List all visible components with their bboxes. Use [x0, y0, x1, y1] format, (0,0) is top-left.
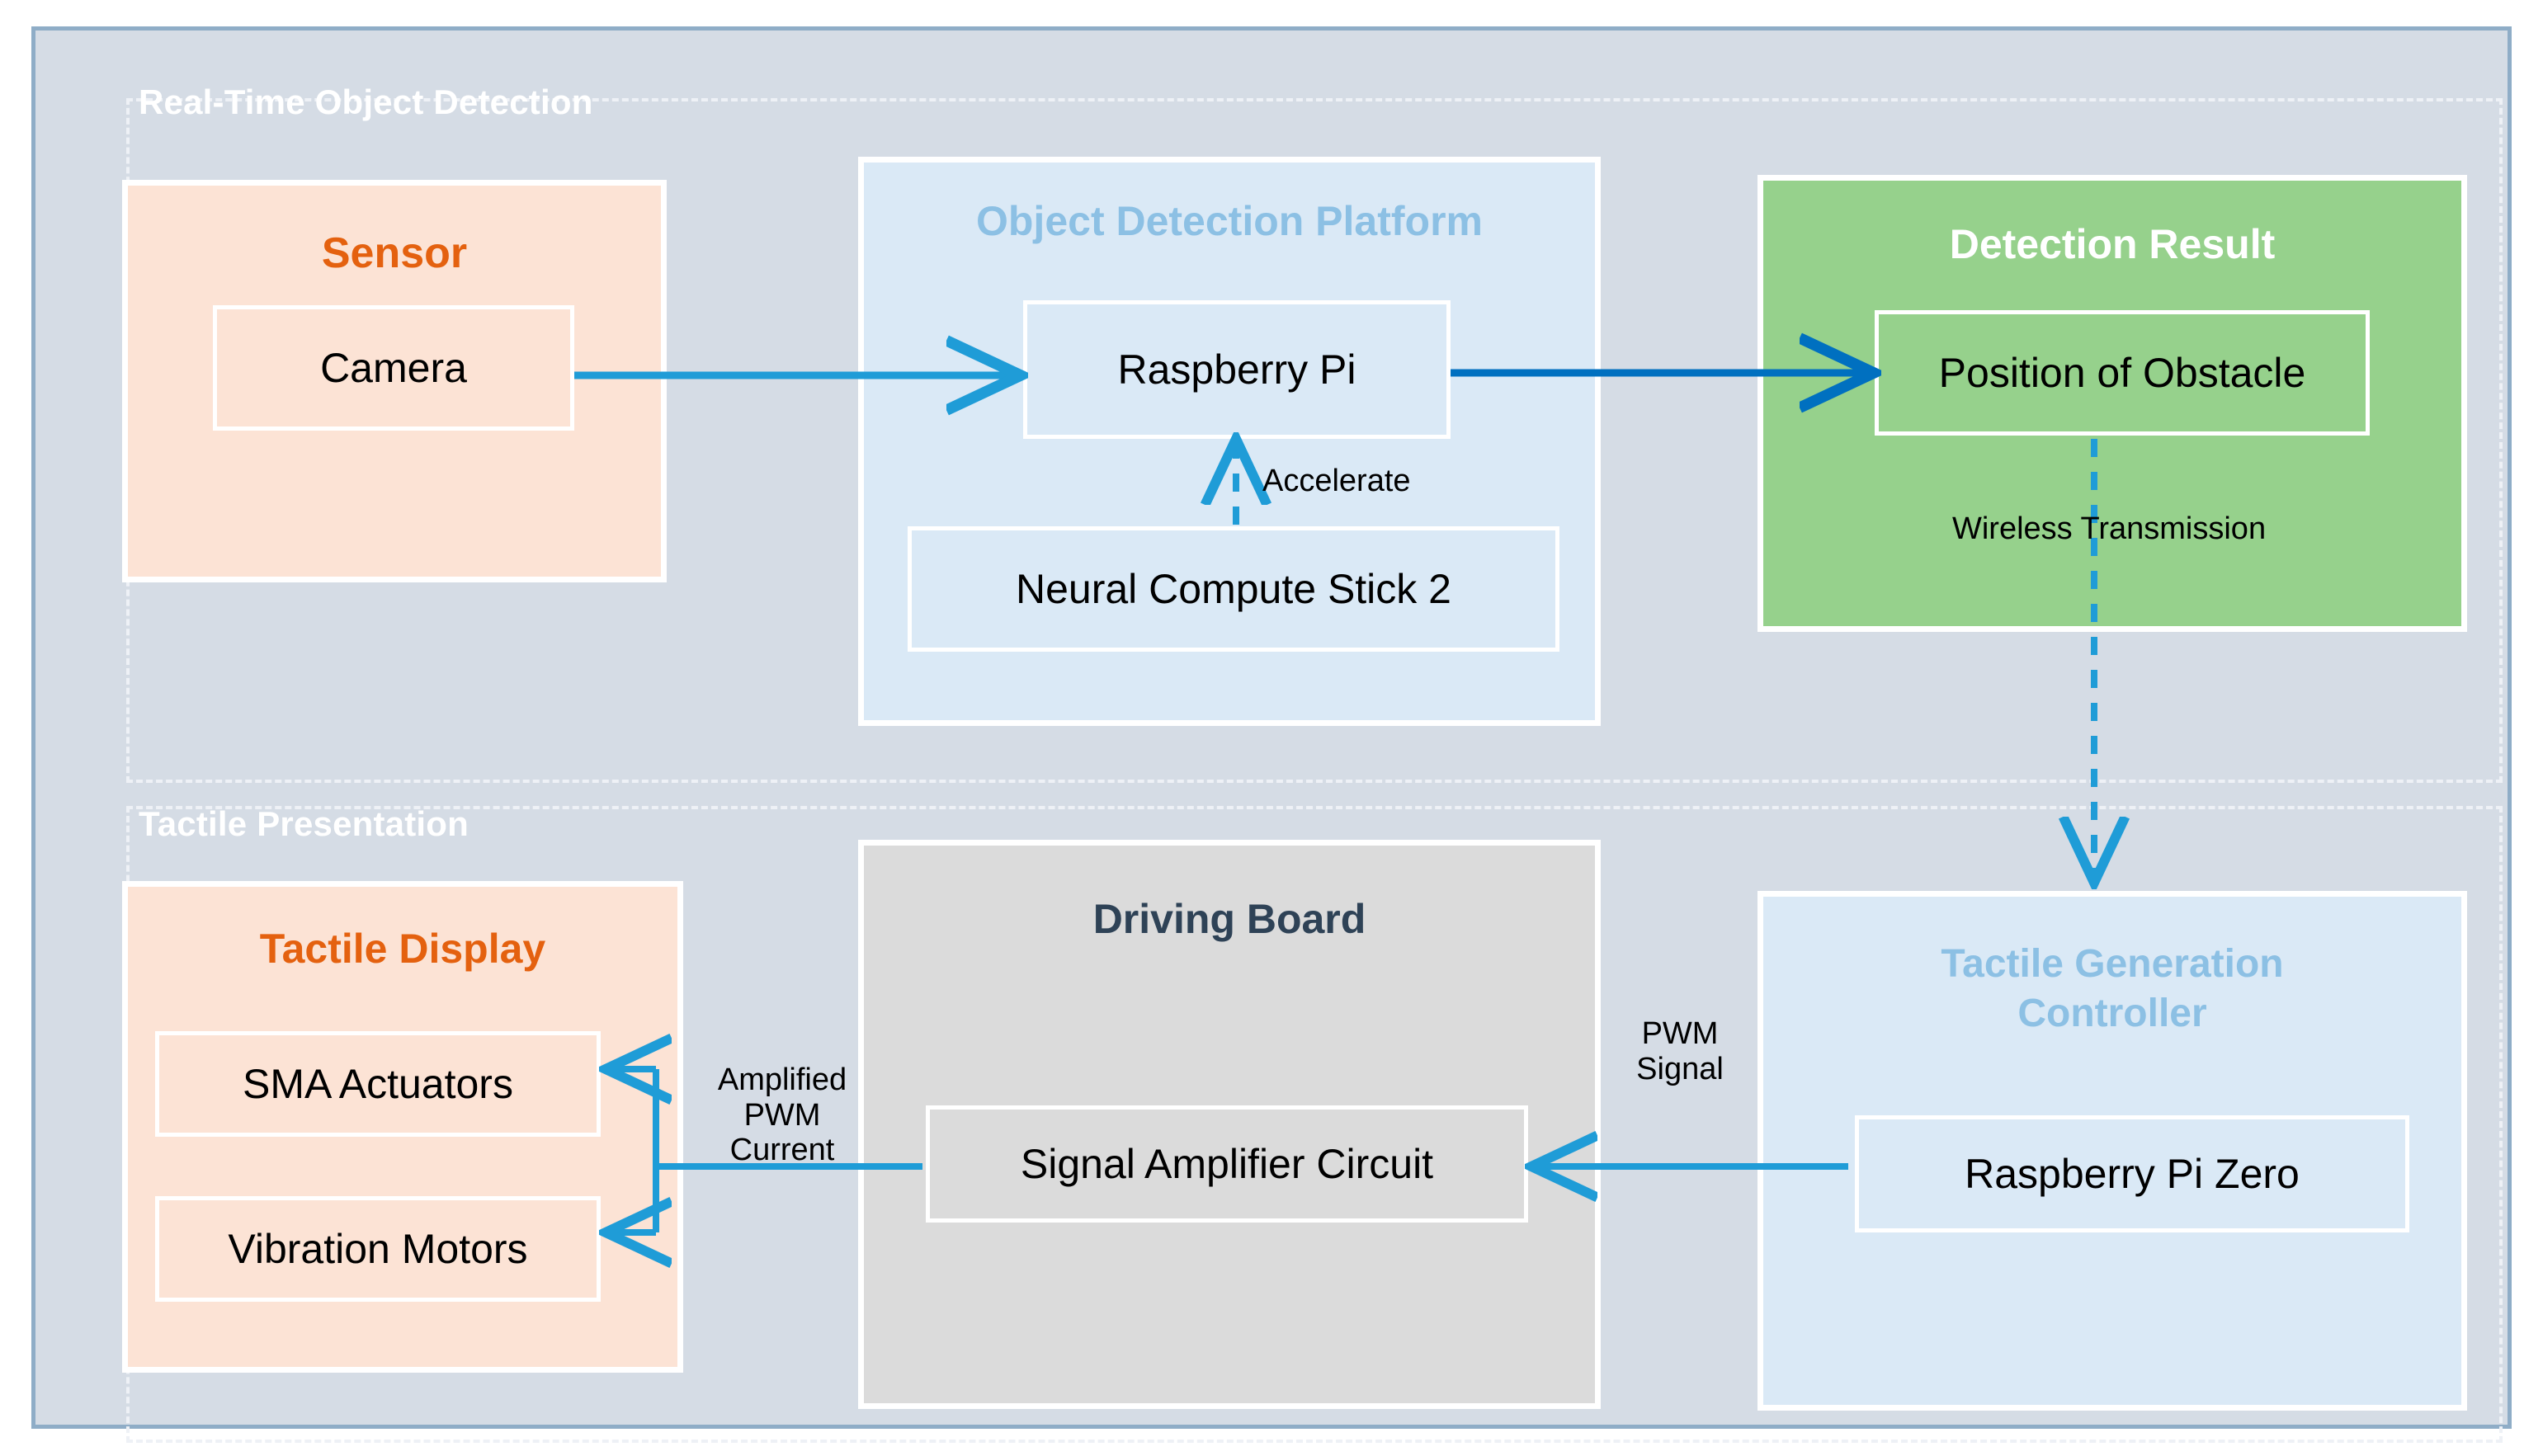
region-title-tactile-display: Tactile Display	[259, 926, 546, 972]
edge-label-pwm-signal-line1: PWM	[1641, 1016, 1719, 1051]
node-camera[interactable]: Camera	[213, 305, 574, 431]
edge-label-amplified-line1: Amplified	[717, 1063, 847, 1097]
edge-label-amplified-pwm-current: Amplified PWM Current	[700, 1063, 865, 1168]
node-raspberry-pi-zero[interactable]: Raspberry Pi Zero	[1855, 1115, 2409, 1232]
group-title-real-time-object-detection: Real-Time Object Detection	[139, 82, 593, 121]
node-raspberry-pi[interactable]: Raspberry Pi	[1023, 300, 1451, 439]
region-title-driving-board: Driving Board	[1092, 896, 1366, 942]
edge-label-pwm-signal-line2: Signal	[1636, 1051, 1724, 1086]
region-title-detection-result: Detection Result	[1949, 221, 2276, 267]
node-vibration-motors[interactable]: Vibration Motors	[155, 1196, 601, 1302]
node-signal-amplifier-circuit[interactable]: Signal Amplifier Circuit	[926, 1105, 1528, 1223]
edge-label-amplified-line3: Current	[729, 1133, 835, 1168]
node-position-of-obstacle[interactable]: Position of Obstacle	[1875, 310, 2370, 436]
region-title-tgc-line1: Tactile Generation	[1941, 942, 2284, 986]
region-title-tgc-line2: Controller	[2017, 992, 2207, 1035]
edge-label-accelerate: Accelerate	[1262, 464, 1411, 498]
region-title-tactile-generation-controller: Tactile Generation Controller	[1763, 940, 2461, 1039]
edge-label-wireless-transmission: Wireless Transmission	[1952, 511, 2267, 546]
node-neural-compute-stick-2[interactable]: Neural Compute Stick 2	[908, 526, 1559, 652]
region-title-sensor: Sensor	[321, 229, 468, 277]
group-title-tactile-presentation: Tactile Presentation	[139, 804, 469, 843]
edge-label-amplified-line2: PWM	[743, 1097, 821, 1133]
region-title-object-detection-platform: Object Detection Platform	[976, 198, 1483, 244]
node-sma-actuators[interactable]: SMA Actuators	[155, 1031, 601, 1137]
edge-label-pwm-signal: PWM Signal	[1622, 1016, 1738, 1086]
